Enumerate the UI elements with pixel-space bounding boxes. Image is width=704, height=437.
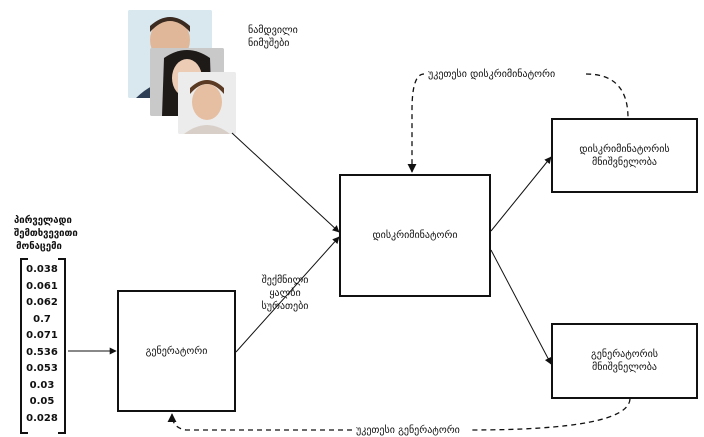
fake-images-label: შექმნილი ყალბი სურათები — [261, 275, 309, 312]
noise-value: 0.053 — [26, 363, 58, 374]
noise-value: 0.062 — [26, 297, 58, 308]
discriminator-box: დისკრიმინატორი — [339, 174, 491, 297]
noise-value: 0.05 — [29, 396, 55, 407]
noise-value: 0.061 — [26, 280, 58, 292]
noise-value: 0.7 — [33, 313, 51, 325]
better-generator-feedback-arrow — [469, 398, 631, 431]
better-discriminator-label: უკეთესი დისკრიმინატორი — [428, 69, 556, 80]
noise-value: 0.071 — [26, 330, 58, 341]
generator-loss-label: გენერატორის — [591, 349, 658, 360]
discriminator-loss-box: დისკრიმინატორის მნიშვნელობა — [551, 118, 698, 193]
noise-value: 0.03 — [29, 379, 55, 391]
discriminator-to-disc-loss-arrow — [490, 156, 552, 232]
better-discriminator-feedback-arrow — [585, 73, 629, 119]
better-generator-label: უკეთესი გენერატორი — [356, 425, 460, 436]
discriminator-to-gen-loss-arrow — [490, 249, 552, 365]
generator-loss-box: გენერატორის მნიშვნელობა — [551, 323, 698, 399]
discriminator-loss-label: დისკრიმინატორის — [579, 143, 670, 155]
noise-value: 0.536 — [26, 346, 58, 358]
noise-value: 0.038 — [26, 264, 58, 275]
noise-label: პირველადი შემთხვევითი მონაცემი — [14, 215, 78, 252]
generator-label: გენერატორი — [145, 345, 208, 357]
noise-value: 0.028 — [26, 412, 58, 424]
noise-vector: 0.038 0.061 0.062 0.7 0.071 0.536 0.053 … — [22, 262, 62, 427]
discriminator-label: დისკრიმინატორი — [372, 230, 458, 241]
vector-bracket-right — [58, 258, 66, 434]
generator-to-discriminator-arrow — [235, 236, 340, 353]
real-samples-label: ნამდვილი ნიმუშები — [248, 25, 298, 49]
vector-bracket-left — [20, 258, 28, 434]
real-to-discriminator-arrow — [231, 132, 340, 233]
face-photo-icon — [178, 72, 236, 134]
generator-box: გენერატორი — [117, 290, 236, 412]
